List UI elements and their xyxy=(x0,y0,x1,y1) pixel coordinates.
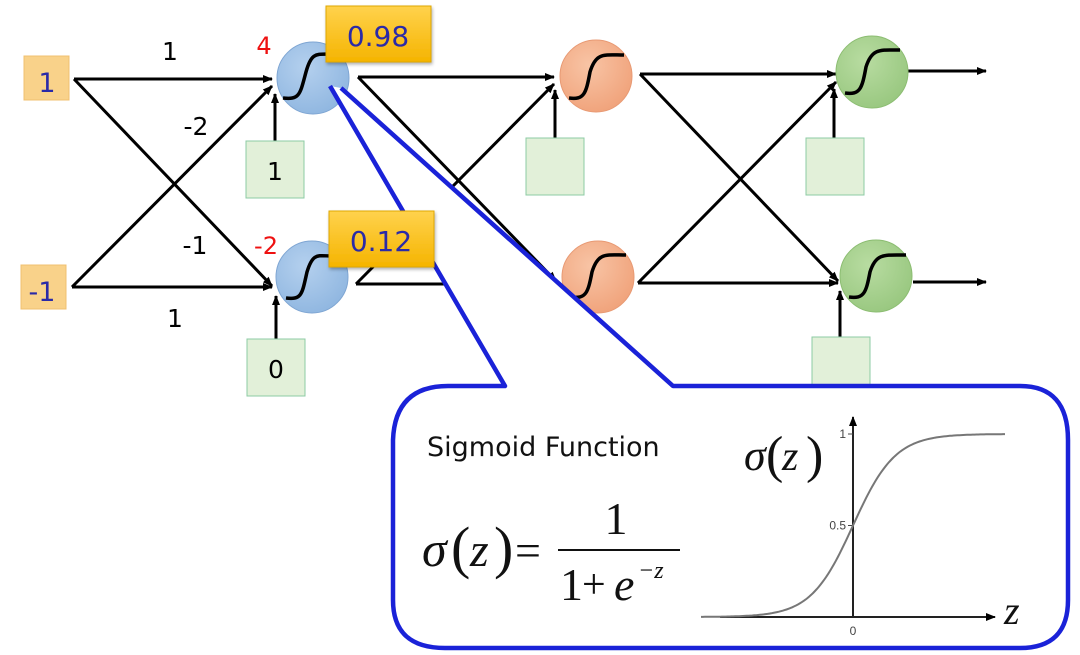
bias-node-o2 xyxy=(811,290,871,388)
input-value-2: -1 xyxy=(29,277,56,308)
neuron-o2 xyxy=(839,239,913,313)
sigmoid-icon xyxy=(568,53,625,101)
formula-numerator: 1 xyxy=(605,493,628,544)
plot-ylabel-z: z xyxy=(781,434,798,480)
edge-h1-g2 xyxy=(356,75,558,283)
edge-x2-h1 xyxy=(70,84,274,289)
sigmoid-icon xyxy=(848,253,907,300)
input-value-1: 1 xyxy=(38,68,55,99)
x-tick-label: 0 xyxy=(850,624,857,638)
sigmoid-plot: σ ( z ) z 0.5 1 0 xyxy=(701,416,1020,638)
formula-den-e: e xyxy=(614,559,634,610)
bias-node-h1: 1 xyxy=(245,93,305,199)
sigmoid-icon xyxy=(844,48,901,96)
edge-g1-o2 xyxy=(638,72,840,283)
bias-value-h2: 0 xyxy=(268,355,284,384)
bias-node-o1 xyxy=(805,88,865,196)
output-value-h1: 0.98 xyxy=(347,20,409,53)
neuron-g2 xyxy=(561,240,635,314)
sigmoid-icon xyxy=(570,253,627,300)
preactivation-h1: 4 xyxy=(256,32,271,60)
input-node-2: -1 xyxy=(20,264,67,310)
formula-z: z xyxy=(469,524,489,577)
output-value-h2: 0.12 xyxy=(350,225,412,258)
preactivation-h2: -2 xyxy=(254,232,278,260)
formula-den-exponent: −z xyxy=(638,558,664,584)
formula-equals: = xyxy=(515,525,541,576)
neuron-o1 xyxy=(835,35,909,109)
output-value-box-h1 xyxy=(325,5,432,63)
weight-label-w22: 1 xyxy=(167,304,183,333)
bias-node-g1 xyxy=(525,89,585,196)
plot-xlabel: z xyxy=(1003,588,1020,633)
callout-title: Sigmoid Function xyxy=(427,432,660,463)
sigmoid-icon xyxy=(282,52,334,101)
edge-x1-h2 xyxy=(72,77,274,288)
neuron-g1 xyxy=(559,39,633,113)
input-node-1: 1 xyxy=(23,55,70,101)
bias-value-h1: 1 xyxy=(267,157,283,186)
formula-paren-open: ( xyxy=(451,515,470,580)
sigmoid-curve xyxy=(701,433,1005,618)
sigmoid-callout xyxy=(328,84,1071,651)
sigmoid-icon xyxy=(285,253,333,301)
sigmoid-formula: σ ( z ) = 1 1 + e −z xyxy=(422,493,680,610)
edge-g2-o1 xyxy=(636,80,838,285)
formula-den-one: 1 xyxy=(560,559,583,610)
formula-paren-close: ) xyxy=(494,515,513,580)
y-tick-label: 1 xyxy=(839,427,846,441)
weight-label-w11: 1 xyxy=(162,37,178,66)
plot-ylabel-paren-open: ( xyxy=(766,427,783,484)
plot-ylabel-sigma: σ xyxy=(744,431,768,480)
plot-ylabel-paren-close: ) xyxy=(806,427,823,484)
weight-label-w21: -2 xyxy=(184,112,209,141)
formula-den-plus: + xyxy=(582,562,606,608)
formula-sigma: σ xyxy=(422,521,449,577)
weight-label-w12: -1 xyxy=(183,231,208,260)
y-tick-label: 0.5 xyxy=(829,519,846,533)
bias-node-h2: 0 xyxy=(246,295,306,397)
output-value-box-h2 xyxy=(328,210,435,268)
